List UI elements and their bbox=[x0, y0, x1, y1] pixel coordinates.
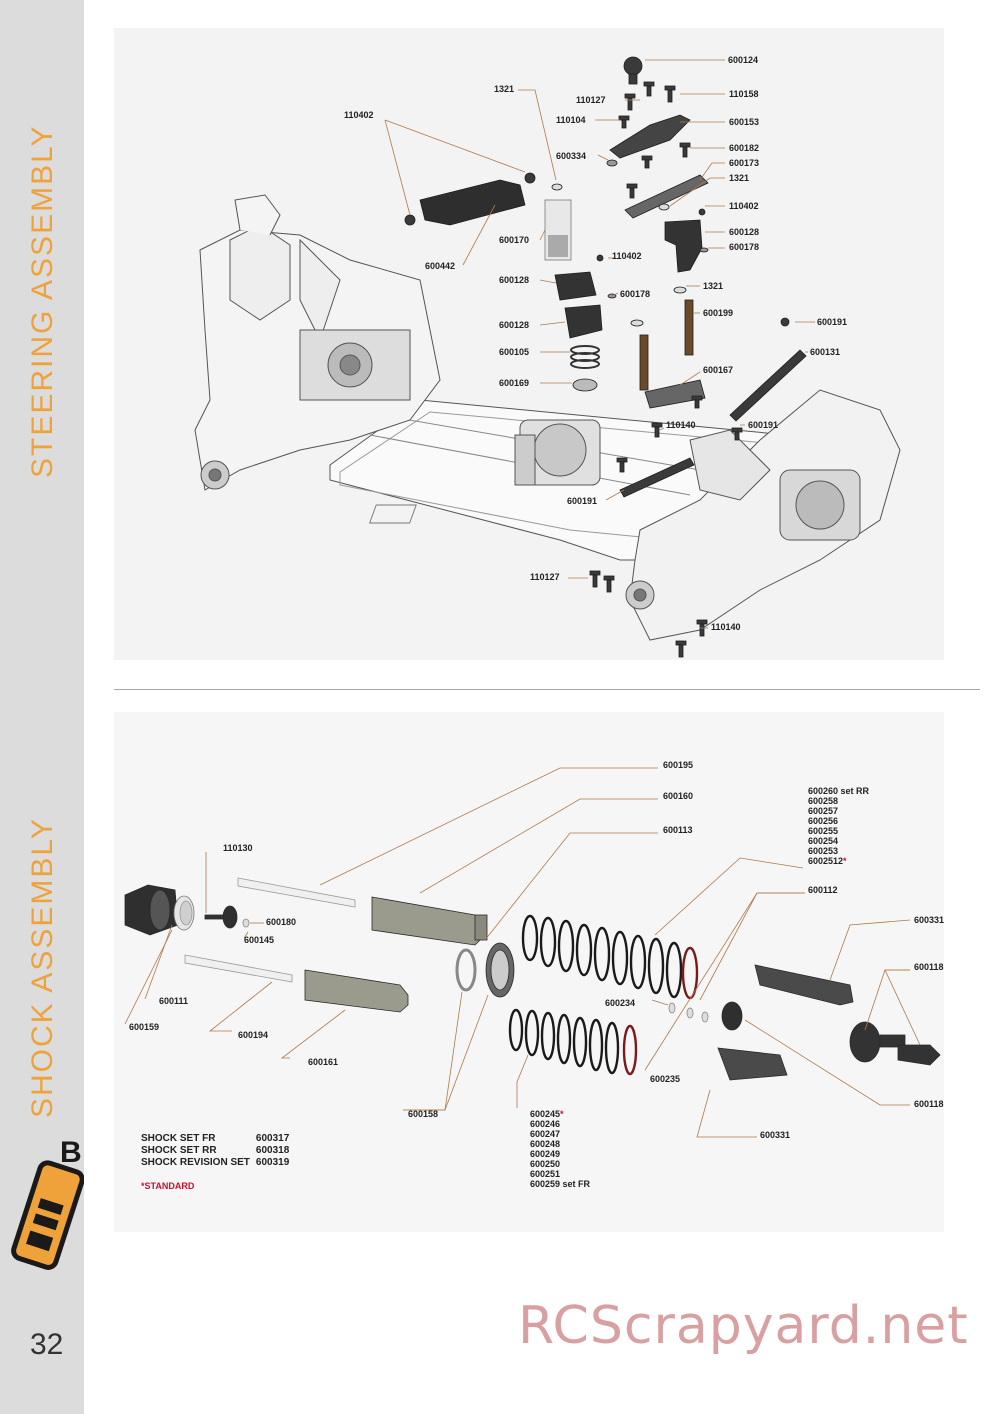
set-code: 600317 bbox=[255, 1133, 290, 1144]
spring-code: 6002512 bbox=[808, 856, 844, 866]
spring-code: 600258 bbox=[808, 796, 839, 806]
part-label: 600331 bbox=[914, 915, 945, 925]
part-label: 600178 bbox=[729, 242, 760, 252]
part-label: 600169 bbox=[499, 378, 530, 388]
part-label: 600167 bbox=[703, 365, 734, 375]
part-label: 1321 bbox=[703, 281, 724, 291]
spring-code: 600255 bbox=[808, 826, 839, 836]
part-label: 600170 bbox=[499, 235, 530, 245]
spring-code: 600257 bbox=[808, 806, 839, 816]
part-label: 110127 bbox=[530, 572, 560, 582]
spring-code: 600248 bbox=[530, 1139, 561, 1149]
part-label: 600161 bbox=[308, 1057, 339, 1067]
set-name: SHOCK REVISION SET bbox=[141, 1157, 250, 1168]
part-label: 110140 bbox=[666, 420, 696, 430]
part-label: 600173 bbox=[729, 158, 760, 168]
part-label: 600158 bbox=[408, 1109, 439, 1119]
part-label: 600128 bbox=[729, 227, 760, 237]
part-label: 110140 bbox=[711, 622, 741, 632]
spring-code: 600256 bbox=[808, 816, 839, 826]
spring-code: 600249 bbox=[530, 1149, 561, 1159]
part-label: 110402 bbox=[344, 110, 374, 120]
table-row: SHOCK SET RR 600318 bbox=[141, 1145, 295, 1157]
spring-code: 600250 bbox=[530, 1159, 561, 1169]
spring-code: 600245 bbox=[530, 1109, 561, 1119]
spring-rr bbox=[521, 914, 699, 1000]
part-label: 600145 bbox=[244, 935, 275, 945]
part-label: 600105 bbox=[499, 347, 530, 357]
part-label: 600159 bbox=[129, 1022, 160, 1032]
spring-code: 600253 bbox=[808, 846, 839, 856]
part-label: 600131 bbox=[810, 347, 841, 357]
watermark: RCScrapyard.net bbox=[518, 1296, 969, 1356]
chassis-drawing bbox=[194, 194, 901, 641]
part-label: 110402 bbox=[729, 201, 759, 211]
spring-codes-rr: 600260 set RR 600258 600257 600256 60025… bbox=[808, 786, 869, 866]
spring-code: 600246 bbox=[530, 1119, 561, 1129]
part-label: 600118 bbox=[914, 962, 944, 972]
logo-text: B bbox=[60, 1136, 82, 1169]
part-label: 110402 bbox=[612, 251, 642, 261]
part-label: 600331 bbox=[760, 1130, 791, 1140]
spring-code: 600260 set RR bbox=[808, 786, 870, 796]
sidebar: STEERING ASSEMBLY SHOCK ASSEMBLY B 32 bbox=[0, 0, 84, 1414]
page-number: 32 bbox=[30, 1328, 64, 1361]
standard-star: * bbox=[843, 856, 847, 866]
part-label: 110158 bbox=[729, 89, 759, 99]
spring-fr bbox=[508, 1008, 638, 1076]
spring-code: 600247 bbox=[530, 1129, 561, 1139]
steering-parts bbox=[404, 56, 807, 658]
set-name: SHOCK SET RR bbox=[141, 1145, 217, 1156]
part-label: 600191 bbox=[817, 317, 848, 327]
section-divider bbox=[114, 689, 980, 690]
part-label: 600113 bbox=[663, 825, 693, 835]
part-label: 600442 bbox=[425, 261, 456, 271]
part-label: 600124 bbox=[728, 55, 759, 65]
part-label: 600334 bbox=[556, 151, 587, 161]
part-label: 600153 bbox=[729, 117, 760, 127]
spring-code: 600259 set FR bbox=[530, 1179, 591, 1189]
table-row: SHOCK REVISION SET 600319 bbox=[141, 1157, 295, 1169]
part-label: 600128 bbox=[499, 275, 530, 285]
spring-code: 600254 bbox=[808, 836, 839, 846]
part-label: 600112 bbox=[808, 885, 838, 895]
part-label: 600195 bbox=[663, 760, 694, 770]
part-label: 110127 bbox=[576, 95, 606, 105]
part-label: 600234 bbox=[605, 998, 636, 1008]
part-label: 1321 bbox=[729, 173, 750, 183]
part-label: 600118 bbox=[914, 1099, 944, 1109]
set-name: SHOCK SET FR bbox=[141, 1133, 216, 1144]
part-label: 110104 bbox=[556, 115, 586, 125]
standard-note: *STANDARD bbox=[141, 1181, 195, 1191]
set-code: 600319 bbox=[255, 1157, 290, 1168]
shock-parts bbox=[124, 877, 941, 1081]
part-label: 600191 bbox=[748, 420, 779, 430]
shock-leader-lines bbox=[124, 767, 921, 1138]
part-label: 1321 bbox=[494, 84, 515, 94]
part-label: 600235 bbox=[650, 1074, 681, 1084]
spring-codes-fr: 600245* 600246 600247 600248 600249 6002… bbox=[530, 1109, 590, 1189]
steering-exploded-diagram bbox=[194, 56, 901, 658]
standard-star: * bbox=[560, 1109, 564, 1119]
spring-code: 600251 bbox=[530, 1169, 561, 1179]
part-label: 110130 bbox=[223, 843, 253, 853]
part-label: 600180 bbox=[266, 917, 297, 927]
table-row: SHOCK SET FR 600317 bbox=[141, 1133, 295, 1145]
part-label: 600111 bbox=[159, 996, 189, 1006]
part-label: 600199 bbox=[703, 308, 734, 318]
set-code: 600318 bbox=[255, 1145, 290, 1156]
part-label: 600191 bbox=[567, 496, 598, 506]
part-label: 600194 bbox=[238, 1030, 269, 1040]
part-label: 600182 bbox=[729, 143, 760, 153]
shock-sets-table: SHOCK SET FR 600317 SHOCK SET RR 600318 … bbox=[141, 1133, 295, 1169]
steering-leader-lines bbox=[384, 59, 815, 629]
part-label: 600128 bbox=[499, 320, 530, 330]
part-label: 600160 bbox=[663, 791, 694, 801]
brand-logo: B bbox=[11, 1136, 84, 1270]
part-label: 600178 bbox=[620, 289, 651, 299]
